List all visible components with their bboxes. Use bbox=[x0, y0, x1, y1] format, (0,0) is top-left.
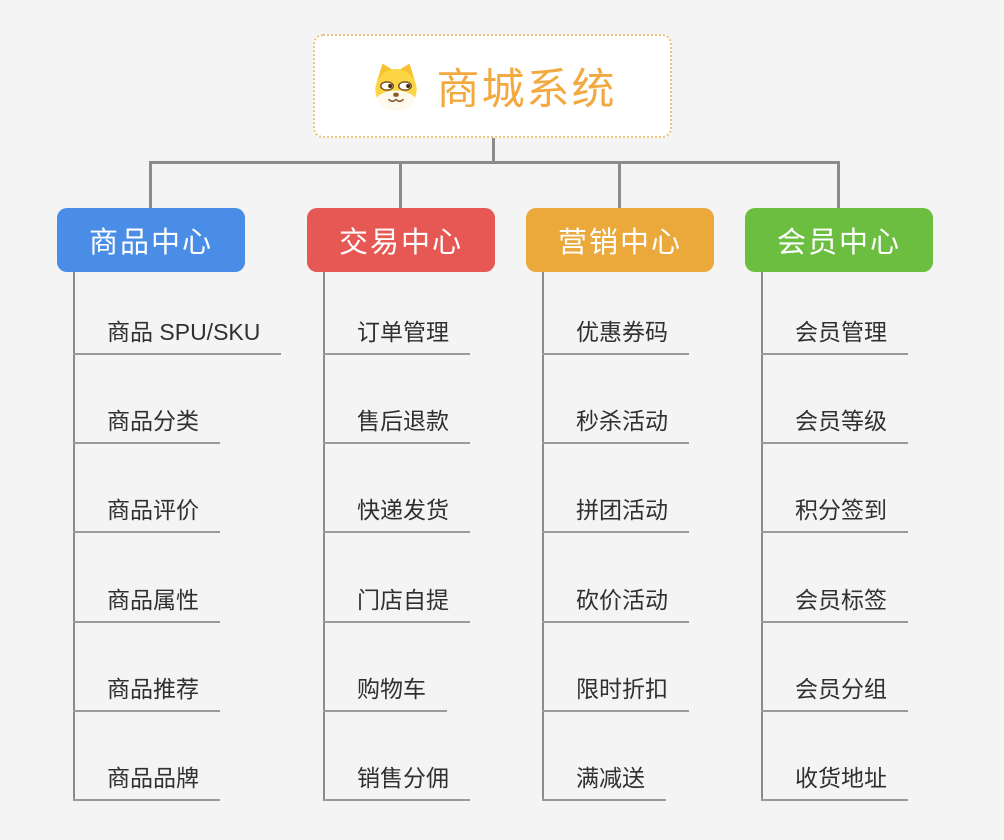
leaf-node[interactable]: 订单管理 bbox=[323, 317, 470, 355]
leaf-node[interactable]: 优惠券码 bbox=[542, 317, 689, 355]
leaf-node[interactable]: 销售分佣 bbox=[323, 763, 470, 801]
branch-connector-horizontal bbox=[148, 161, 840, 164]
leaf-node[interactable]: 会员管理 bbox=[761, 317, 908, 355]
branch-node-2[interactable]: 交易中心 bbox=[307, 208, 495, 272]
branch-label: 会员中心 bbox=[776, 227, 901, 259]
branch-stub-2 bbox=[399, 161, 402, 208]
branch-spine-4 bbox=[761, 272, 763, 801]
dog-face-icon bbox=[369, 59, 423, 113]
root-title: 商城系统 bbox=[436, 66, 617, 114]
branch-node-3[interactable]: 营销中心 bbox=[526, 208, 714, 272]
leaf-node[interactable]: 会员分组 bbox=[761, 674, 908, 712]
branch-stub-4 bbox=[836, 161, 840, 208]
root-node[interactable]: 商城系统 bbox=[313, 34, 672, 138]
leaf-node[interactable]: 积分签到 bbox=[761, 495, 908, 533]
branch-node-1[interactable]: 商品中心 bbox=[57, 208, 245, 272]
leaf-node[interactable]: 商品属性 bbox=[73, 585, 220, 623]
branch-label: 营销中心 bbox=[557, 227, 682, 259]
leaf-node[interactable]: 会员标签 bbox=[761, 585, 908, 623]
leaf-node[interactable]: 满减送 bbox=[542, 763, 666, 801]
branch-node-4[interactable]: 会员中心 bbox=[745, 208, 933, 272]
leaf-node[interactable]: 门店自提 bbox=[323, 585, 470, 623]
branch-stub-3 bbox=[618, 161, 621, 208]
leaf-node[interactable]: 收货地址 bbox=[761, 763, 908, 801]
branch-spine-2 bbox=[323, 272, 325, 801]
leaf-node[interactable]: 限时折扣 bbox=[542, 674, 689, 712]
leaf-node[interactable]: 商品推荐 bbox=[73, 674, 220, 712]
root-connector-vertical bbox=[491, 138, 495, 164]
branch-label: 交易中心 bbox=[338, 227, 463, 259]
branch-stub-1 bbox=[149, 161, 152, 208]
leaf-node[interactable]: 商品评价 bbox=[73, 495, 220, 533]
leaf-node[interactable]: 商品品牌 bbox=[73, 763, 220, 801]
leaf-node[interactable]: 会员等级 bbox=[761, 406, 908, 444]
leaf-node[interactable]: 砍价活动 bbox=[542, 585, 689, 623]
leaf-node[interactable]: 快递发货 bbox=[323, 495, 470, 533]
branch-spine-1 bbox=[73, 272, 75, 801]
leaf-node[interactable]: 拼团活动 bbox=[542, 495, 689, 533]
branch-spine-3 bbox=[542, 272, 544, 801]
leaf-node[interactable]: 商品 SPU/SKU bbox=[73, 317, 282, 355]
leaf-node[interactable]: 秒杀活动 bbox=[542, 406, 689, 444]
leaf-node[interactable]: 售后退款 bbox=[323, 406, 470, 444]
leaf-node[interactable]: 购物车 bbox=[323, 674, 447, 712]
leaf-node[interactable]: 商品分类 bbox=[73, 406, 220, 444]
branch-label: 商品中心 bbox=[88, 227, 213, 259]
